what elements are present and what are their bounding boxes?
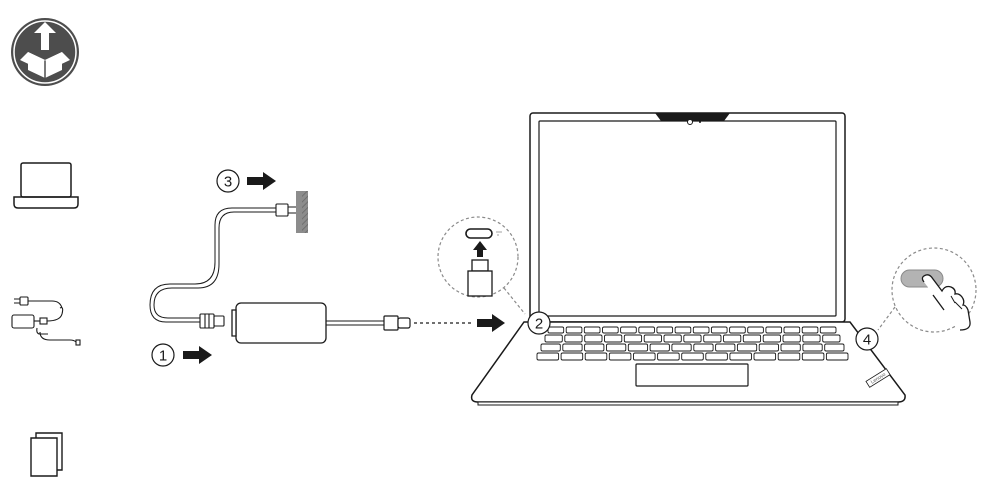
keyboard-key	[762, 334, 781, 343]
keyboard-key	[802, 343, 823, 352]
unbox-icon	[11, 18, 79, 86]
power-adapter-brick	[231, 302, 327, 344]
power-button-callout	[877, 247, 977, 333]
ac-connector	[199, 313, 225, 329]
keyboard-key	[693, 343, 714, 352]
keyboard-key	[627, 343, 649, 352]
keyboard-key	[602, 326, 619, 334]
step-3-arrow-icon	[247, 172, 276, 190]
usb-c-port-callout	[437, 216, 526, 315]
keyboard-key	[802, 334, 821, 343]
keyboard-key	[544, 334, 563, 343]
keyboard-key	[705, 352, 728, 361]
keyboard-key	[777, 352, 801, 361]
laptop-base: Lenovo	[470, 321, 906, 406]
keyboard-key	[633, 352, 656, 361]
ac-cord	[149, 207, 270, 323]
step-4-number: 4	[863, 332, 871, 349]
keyboard-key	[715, 343, 736, 352]
keyboard	[536, 326, 849, 361]
keyboard-key	[565, 326, 583, 334]
keyboard-key	[753, 352, 777, 361]
finger-icon	[921, 274, 971, 331]
documents-icon	[30, 432, 63, 477]
keyboard-key	[729, 326, 746, 334]
keyboard-key	[822, 334, 841, 343]
keyboard-key	[710, 326, 728, 334]
keyboard-key	[620, 326, 637, 334]
keyboard-key	[608, 352, 632, 361]
keyboard-key	[783, 326, 801, 334]
keyboard-key	[819, 326, 837, 334]
ac-plug-icon	[270, 203, 296, 217]
keyboard-key	[663, 334, 682, 343]
keyboard-key	[736, 343, 758, 352]
keyboard-key	[584, 343, 605, 352]
keyboard-key	[584, 334, 603, 343]
step-2-arrow-icon	[477, 314, 505, 332]
keyboard-key	[681, 352, 704, 361]
touchpad	[635, 363, 749, 387]
step-2-number: 2	[535, 316, 543, 333]
keyboard-key	[801, 326, 819, 334]
step-2-marker: 2	[527, 311, 551, 335]
keyboard-key	[765, 326, 783, 334]
keyboard-key	[824, 343, 845, 352]
keyboard-key	[801, 352, 825, 361]
usb-c-plug	[383, 315, 411, 331]
keyboard-key	[649, 343, 670, 352]
keyboard-key	[536, 352, 560, 361]
step-3-number: 3	[224, 174, 232, 191]
keyboard-key	[683, 334, 702, 343]
step-3-marker: 3	[216, 169, 240, 193]
keyboard-key	[643, 334, 662, 343]
webcam-bar	[655, 113, 730, 121]
insert-arrow-icon	[473, 241, 487, 257]
step-1-marker: 1	[151, 343, 175, 367]
keyboard-key	[656, 326, 674, 334]
keyboard-key	[560, 352, 584, 361]
keyboard-key	[583, 326, 601, 334]
keyboard-key	[562, 343, 583, 352]
keyboard-key	[825, 352, 849, 361]
keyboard-key	[584, 352, 608, 361]
keyboard-key	[623, 334, 643, 343]
keyboard-key	[780, 343, 801, 352]
keyboard-key	[540, 343, 561, 352]
wall-outlet	[296, 191, 308, 233]
keyboard-key	[782, 334, 801, 343]
laptop-icon	[13, 162, 79, 209]
step-1-number: 1	[159, 348, 167, 365]
keyboard-key	[747, 326, 764, 334]
webcam-icon	[687, 119, 693, 125]
keyboard-key	[742, 334, 762, 343]
keyboard-key	[657, 352, 680, 361]
keyboard-key	[564, 334, 583, 343]
keyboard-key	[703, 334, 722, 343]
keyboard-key	[692, 326, 710, 334]
keyboard-key	[758, 343, 779, 352]
keyboard-key	[604, 334, 623, 343]
dc-cord	[326, 320, 384, 326]
keyboard-key	[674, 326, 692, 334]
laptop-screen	[529, 112, 846, 323]
step-4-marker: 4	[855, 327, 879, 351]
usb-c-port-icon	[465, 228, 493, 239]
step-1-arrow-icon	[183, 346, 212, 364]
power-adapter-icon	[11, 296, 81, 346]
keyboard-key	[671, 343, 692, 352]
keyboard-key	[638, 326, 655, 334]
keyboard-key	[606, 343, 627, 352]
keyboard-key	[723, 334, 742, 343]
keyboard-key	[729, 352, 752, 361]
